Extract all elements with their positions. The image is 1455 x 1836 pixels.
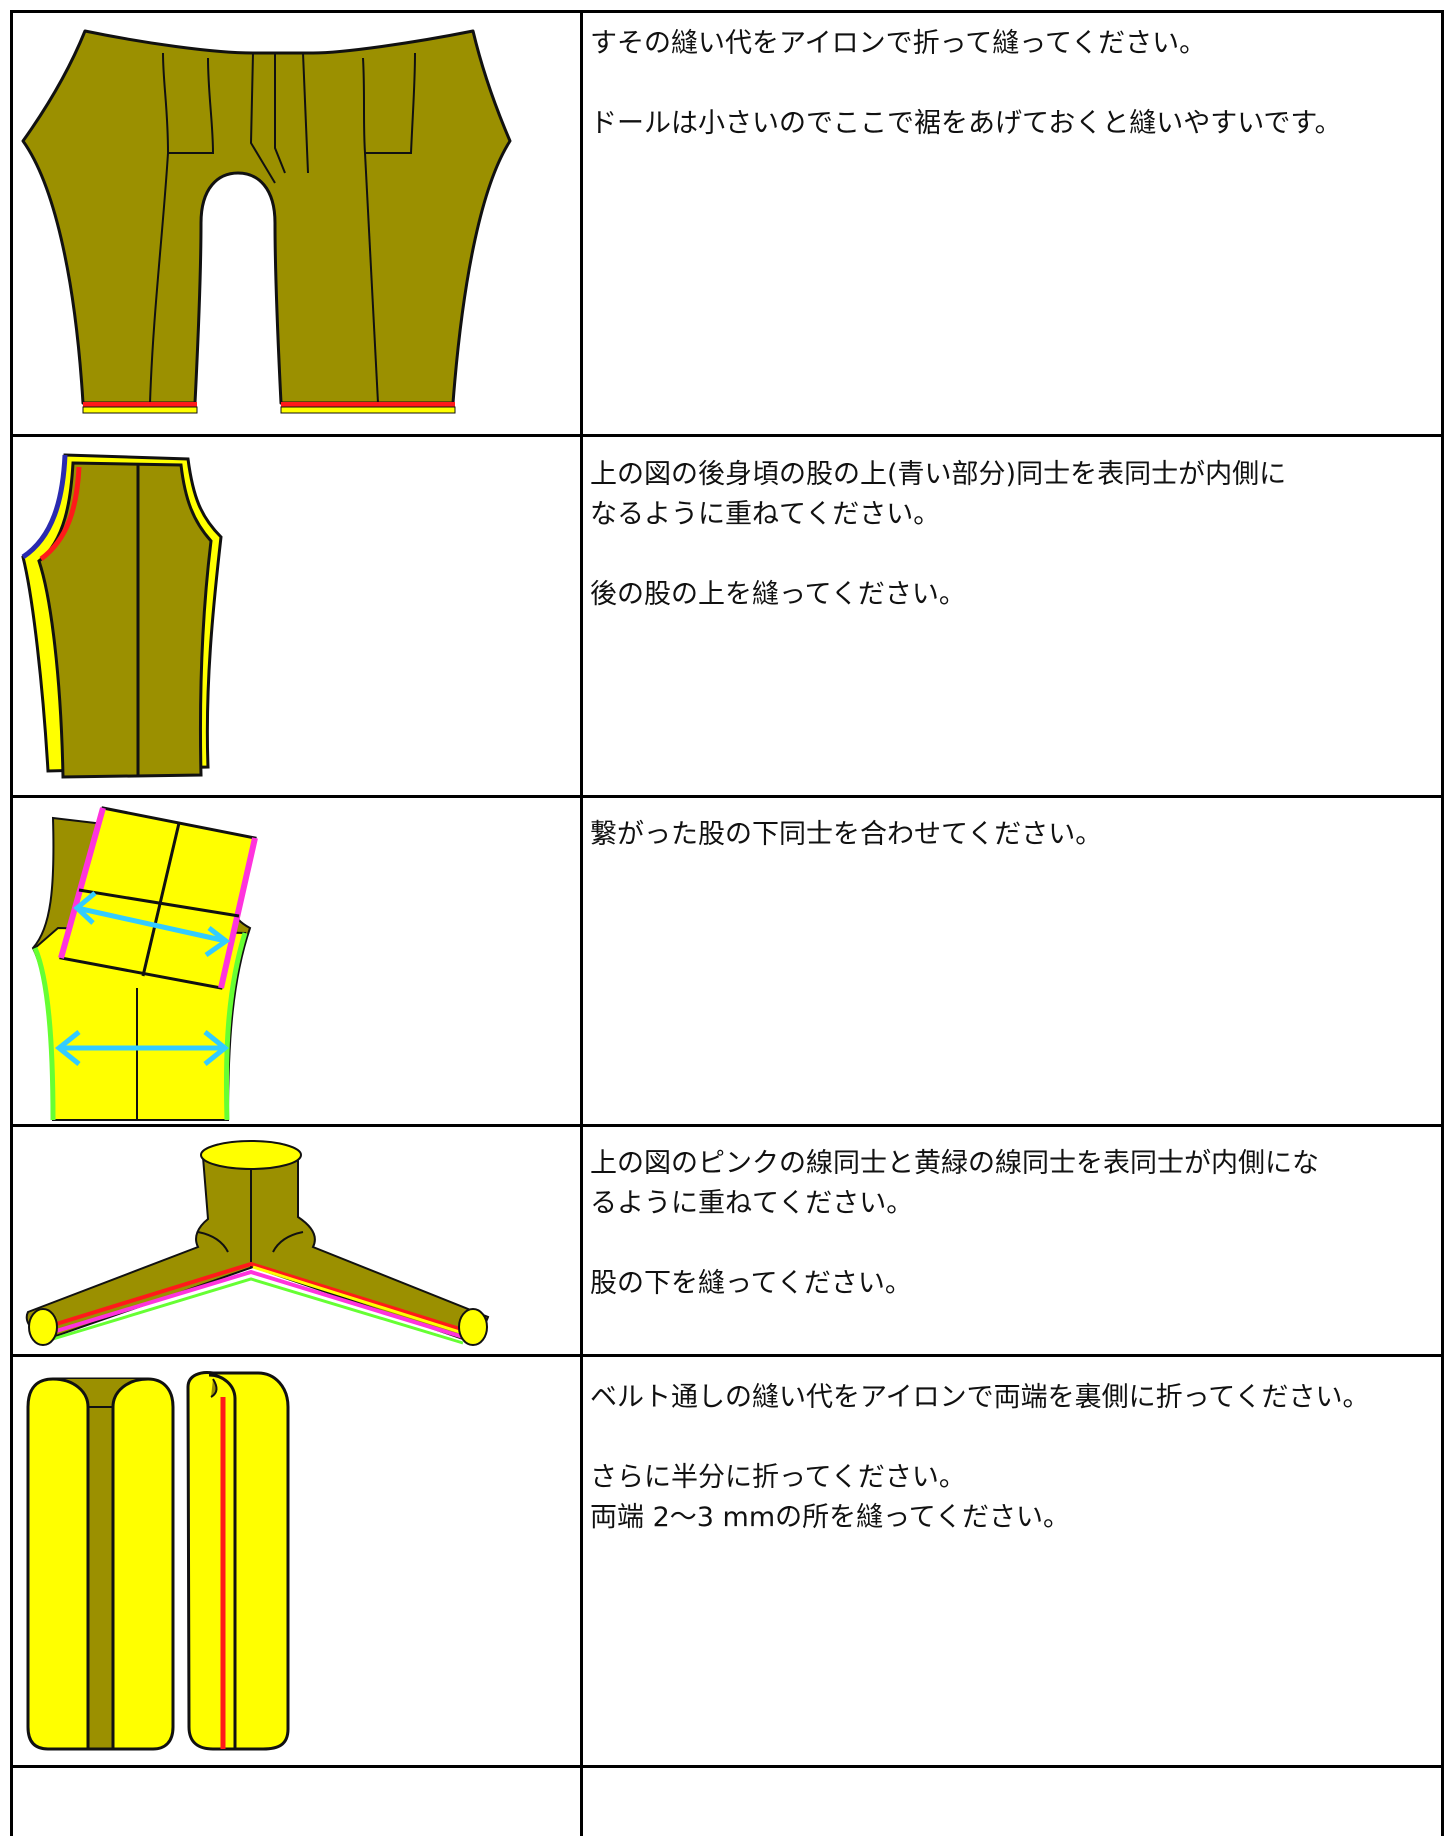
empty-illustration-cell bbox=[13, 1768, 580, 1836]
text-line: るように重ねてください。 bbox=[590, 1188, 914, 1219]
pants-hem-illustration bbox=[13, 13, 580, 434]
row-divider bbox=[10, 795, 1444, 798]
table-border-left bbox=[10, 10, 13, 1836]
text-line: 両端 2〜3 mmの所を縫ってください。 bbox=[590, 1502, 1070, 1533]
instruction-text-4: 上の図のピンクの線同士と黄緑の線同士を表同士が内側にな るように重ねてください。… bbox=[590, 1144, 1435, 1304]
text-line: 繋がった股の下同士を合わせてください。 bbox=[590, 819, 1103, 850]
instruction-text-3: 繋がった股の下同士を合わせてください。 bbox=[590, 815, 1435, 855]
text-line: なるように重ねてください。 bbox=[590, 499, 941, 530]
instruction-text-5: ベルト通しの縫い代をアイロンで両端を裏側に折ってください。 さらに半分に折ってく… bbox=[590, 1378, 1435, 1538]
table-column-divider bbox=[580, 10, 583, 1836]
table-border-right bbox=[1441, 10, 1444, 1836]
inseam-sewn-illustration bbox=[13, 1127, 580, 1354]
row-divider bbox=[10, 1124, 1444, 1127]
text-line: 上の図のピンクの線同士と黄緑の線同士を表同士が内側にな bbox=[590, 1148, 1319, 1179]
row-divider bbox=[10, 1765, 1444, 1768]
belt-loop-illustration bbox=[13, 1357, 580, 1765]
instruction-text-2: 上の図の後身頃の股の上(青い部分)同士を表同士が内側に なるように重ねてください… bbox=[590, 455, 1435, 615]
empty-text-cell bbox=[583, 1768, 1441, 1836]
row-divider bbox=[10, 1354, 1444, 1357]
back-crotch-seam-illustration bbox=[13, 437, 580, 795]
inseam-align-illustration bbox=[13, 798, 580, 1124]
text-line: 股の下を縫ってください。 bbox=[590, 1268, 912, 1299]
text-line: 後の股の上を縫ってください。 bbox=[590, 579, 966, 610]
table-border-top bbox=[10, 10, 1444, 13]
text-line: 上の図の後身頃の股の上(青い部分)同士を表同士が内側に bbox=[590, 459, 1287, 490]
text-line: さらに半分に折ってください。 bbox=[590, 1462, 966, 1493]
row-divider bbox=[10, 434, 1444, 437]
text-line: すその縫い代をアイロンで折って縫ってください。 bbox=[590, 28, 1207, 59]
text-line: ベルト通しの縫い代をアイロンで両端を裏側に折ってください。 bbox=[590, 1382, 1370, 1413]
instruction-text-1: すその縫い代をアイロンで折って縫ってください。 ドールは小さいのでここで裾をあげ… bbox=[590, 24, 1435, 144]
text-line: ドールは小さいのでここで裾をあげておくと縫いやすいです。 bbox=[590, 108, 1342, 139]
